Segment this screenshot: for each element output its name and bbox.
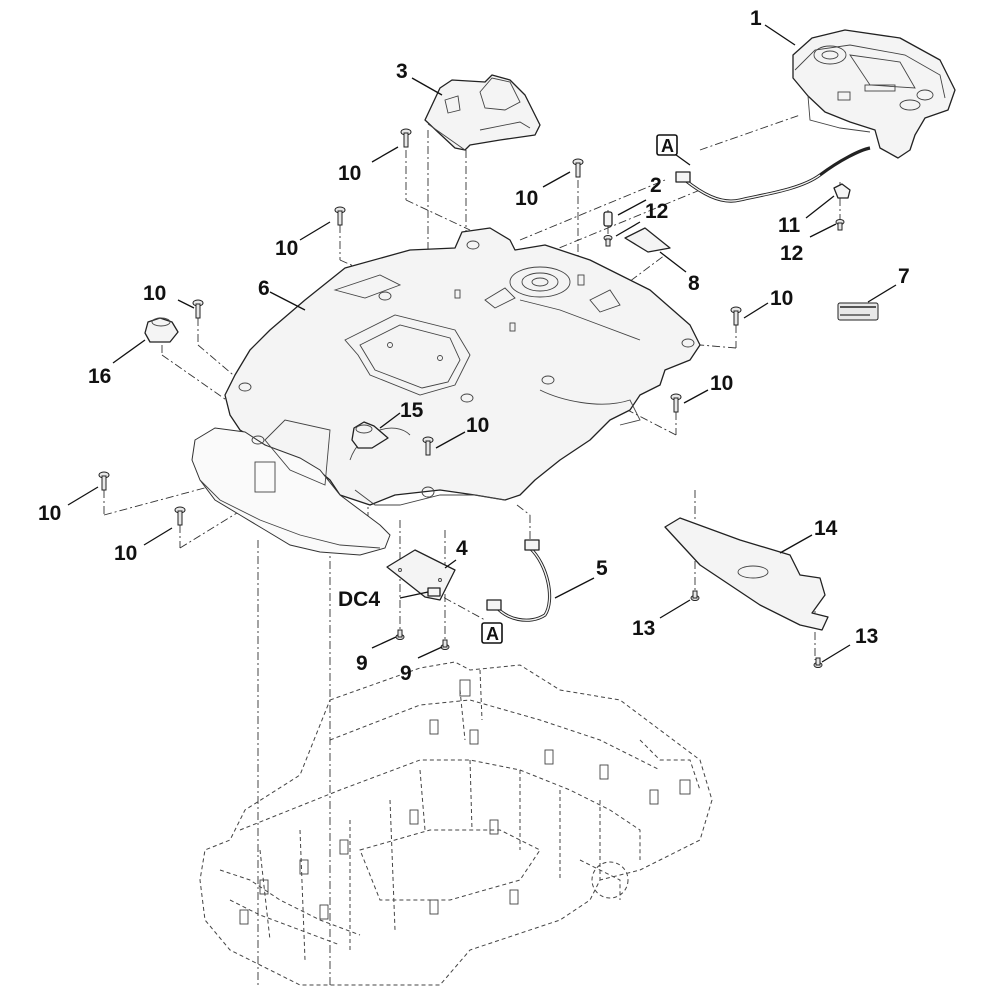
circuit-board: [386, 549, 456, 601]
screws: [98, 128, 845, 668]
callout-9b[interactable]: 9: [400, 662, 412, 685]
callout-8[interactable]: 8: [688, 272, 700, 295]
sensor-16: [144, 317, 179, 343]
callout-12a[interactable]: 12: [645, 200, 668, 223]
screw: [395, 629, 405, 640]
callout-7[interactable]: 7: [898, 265, 910, 288]
screw: [670, 393, 682, 413]
screw: [690, 590, 700, 601]
reference-marker-a-bottom[interactable]: A: [481, 622, 503, 644]
callout-labels: 1 2 3 4 5 6 7 8 9 9 10 10 10 10 10 10 10…: [38, 7, 910, 685]
callout-11[interactable]: 11: [778, 214, 801, 237]
handle-cover: [424, 74, 541, 151]
callout-10h[interactable]: 10: [38, 502, 61, 525]
screw: [98, 471, 110, 491]
screw: [572, 158, 584, 178]
callout-2[interactable]: 2: [650, 174, 662, 197]
callout-5[interactable]: 5: [596, 557, 608, 580]
screw: [730, 306, 742, 326]
screw: [603, 235, 613, 247]
callout-10d[interactable]: 10: [143, 282, 166, 305]
callout-6[interactable]: 6: [258, 277, 270, 300]
screw: [422, 436, 434, 456]
callout-14[interactable]: 14: [814, 517, 838, 540]
callout-10f[interactable]: 10: [710, 372, 733, 395]
screw: [334, 206, 346, 226]
callout-10a[interactable]: 10: [338, 162, 361, 185]
callout-9a[interactable]: 9: [356, 652, 368, 675]
cable-harness: [486, 539, 552, 622]
callout-13a[interactable]: 13: [632, 617, 655, 640]
rating-plate-label: [837, 302, 879, 321]
screw: [174, 506, 186, 526]
callout-16[interactable]: 16: [88, 365, 111, 388]
callout-DC4[interactable]: DC4: [338, 588, 380, 611]
callout-3[interactable]: 3: [396, 60, 408, 83]
callout-10b[interactable]: 10: [515, 187, 538, 210]
screw: [440, 639, 450, 650]
reference-marker-label: A: [486, 624, 499, 644]
callout-10i[interactable]: 10: [114, 542, 137, 565]
clip: [833, 183, 851, 199]
panel-cable: [675, 146, 871, 203]
connector-plug: [675, 171, 691, 183]
callout-15[interactable]: 15: [400, 399, 424, 422]
control-panel-display: [792, 29, 956, 159]
reference-marker-label: A: [661, 136, 674, 156]
callout-4[interactable]: 4: [456, 537, 468, 560]
callout-10c[interactable]: 10: [275, 237, 298, 260]
sensor-15: [351, 421, 389, 449]
screw: [400, 128, 412, 148]
callout-12b[interactable]: 12: [780, 242, 803, 265]
screw: [192, 299, 204, 319]
spacer-sleeve: [603, 211, 613, 227]
upper-housing-cover: [191, 227, 701, 556]
callout-13b[interactable]: 13: [855, 625, 878, 648]
callout-10e[interactable]: 10: [770, 287, 793, 310]
shield-plate: [664, 517, 829, 631]
screw: [835, 219, 845, 231]
seal-pad: [624, 227, 671, 253]
screw: [813, 657, 823, 668]
callout-1[interactable]: 1: [750, 7, 762, 30]
reference-marker-a-top[interactable]: A: [656, 134, 678, 156]
callout-10g[interactable]: 10: [466, 414, 489, 437]
chassis-base-phantom: [199, 661, 713, 986]
